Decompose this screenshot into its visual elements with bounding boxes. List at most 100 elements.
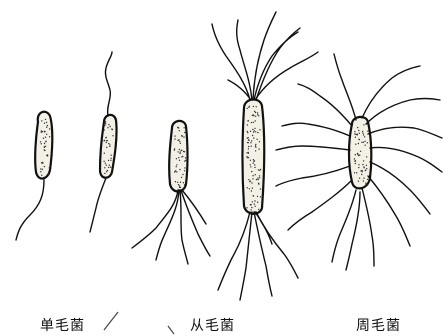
speckle (176, 171, 177, 172)
speckle (179, 185, 180, 186)
speckle (110, 126, 111, 127)
speckle (365, 184, 366, 185)
speckle (355, 144, 356, 145)
speckle (104, 173, 105, 174)
speckle (45, 146, 46, 147)
speckle (180, 143, 181, 144)
speckle (354, 161, 355, 162)
speckle (253, 122, 254, 123)
speckle (251, 146, 252, 147)
speckle (260, 188, 261, 189)
speckle (112, 135, 113, 136)
speckle (107, 170, 108, 171)
speckle (46, 127, 47, 128)
speckle (250, 180, 251, 181)
speckle (179, 141, 180, 142)
speckle (358, 181, 359, 182)
speckle (178, 184, 179, 185)
speckle (247, 138, 248, 139)
speckle (179, 130, 180, 131)
speckle (254, 128, 255, 129)
speckle (367, 142, 368, 143)
speckle (258, 183, 259, 184)
speckle (40, 171, 41, 172)
speckle (363, 142, 364, 143)
speckle (257, 179, 258, 180)
speckle (41, 162, 42, 163)
speckle (181, 177, 182, 178)
speckle (254, 111, 255, 112)
speckle (256, 179, 257, 180)
speckle (184, 184, 185, 185)
speckle (174, 135, 175, 136)
speckle (358, 130, 359, 131)
speckle (256, 139, 257, 140)
top-flagellum (105, 52, 112, 116)
speckle (253, 195, 254, 196)
speckle (179, 160, 180, 161)
speckle (251, 122, 252, 123)
speckle (247, 132, 248, 133)
speckle (259, 141, 260, 142)
speckle (364, 167, 365, 168)
speckle (185, 157, 186, 158)
speckle (49, 128, 50, 129)
speckle (49, 136, 50, 137)
speckle (42, 169, 43, 170)
speckle (250, 166, 251, 167)
speckle (175, 170, 176, 171)
speckle (174, 148, 175, 149)
speckle (110, 160, 111, 161)
speckle (257, 202, 258, 203)
speckle (49, 167, 50, 168)
label-lophotrichous: 从毛菌 (190, 315, 235, 335)
stray-mark-2 (168, 326, 174, 334)
speckle (255, 150, 256, 151)
speckle (104, 140, 105, 141)
speckle (43, 138, 44, 139)
speckle (179, 169, 180, 170)
speckle (355, 154, 356, 155)
speckle (103, 161, 104, 162)
speckle (179, 153, 180, 154)
speckle (182, 156, 183, 157)
speckle (184, 167, 185, 168)
speckle (247, 187, 248, 188)
speckle (367, 130, 368, 131)
speckle (252, 178, 253, 179)
speckle (360, 151, 361, 152)
speckle (258, 209, 259, 210)
speckle (111, 155, 112, 156)
speckle (175, 181, 176, 182)
speckle (359, 178, 360, 179)
speckle (250, 142, 251, 143)
speckle (44, 143, 45, 144)
speckle (357, 127, 358, 128)
speckle (357, 134, 358, 135)
speckle (359, 133, 360, 134)
speckle (41, 130, 42, 131)
speckle (110, 158, 111, 159)
speckle (252, 135, 253, 136)
speckle (357, 153, 358, 154)
speckle (248, 107, 249, 108)
bottom-flagella-tuft (218, 212, 298, 300)
speckle (179, 149, 180, 150)
speckle (177, 182, 178, 183)
speckle (247, 157, 248, 158)
speckle (47, 125, 48, 126)
speckle (184, 127, 185, 128)
speckle (362, 164, 363, 165)
speckle (177, 140, 178, 141)
lophotrichous-bacterium-2 (212, 12, 318, 300)
speckle (254, 130, 255, 131)
speckle (46, 122, 47, 123)
speckle (251, 182, 252, 183)
speckle (45, 141, 46, 142)
speckle (41, 132, 42, 133)
speckle (176, 166, 177, 167)
single-flagellum (16, 180, 44, 240)
speckle (356, 172, 357, 173)
speckle (359, 154, 360, 155)
